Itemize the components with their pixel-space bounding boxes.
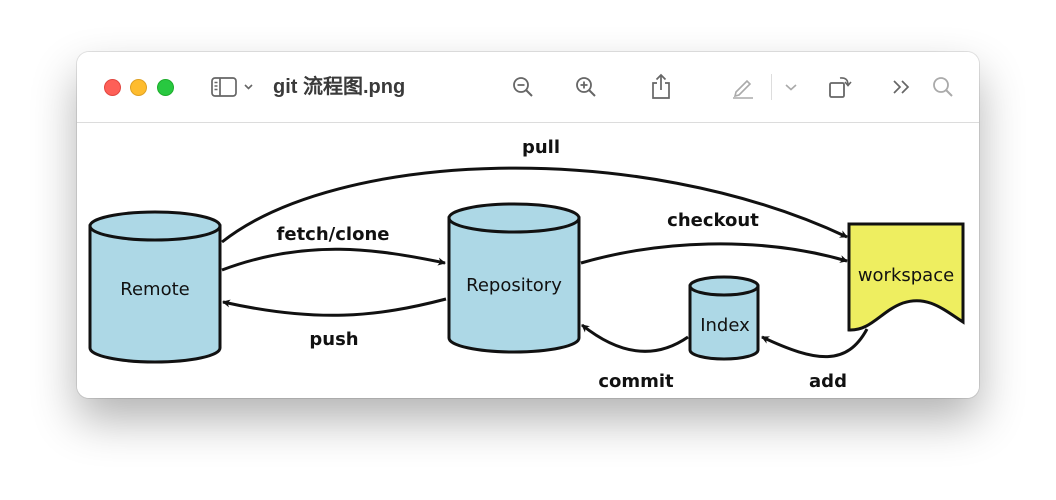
checkout-label: checkout — [667, 210, 759, 231]
sidebar-toggle-button[interactable] — [209, 72, 257, 102]
zoom-in-button[interactable] — [571, 72, 601, 102]
double-chevron-right-icon — [893, 80, 910, 94]
remote-node: Remote — [88, 210, 222, 364]
workspace-label: workspace — [858, 265, 954, 286]
fetch-clone-arrow — [221, 247, 446, 272]
chevron-down-icon — [785, 84, 797, 91]
preview-window: git 流程图.png — [77, 52, 979, 398]
index-cylinder-body — [688, 284, 760, 361]
zoom-out-icon — [513, 77, 533, 97]
pull-arrow — [221, 166, 848, 244]
push-arrow — [222, 297, 447, 317]
remote-label: Remote — [120, 279, 189, 300]
git-flow-diagram: Remote Repository Index workspace — [88, 137, 965, 392]
index-label: Index — [700, 315, 750, 336]
share-icon — [652, 73, 670, 99]
index-cylinder-top — [688, 275, 760, 297]
repository-cylinder-top — [447, 202, 581, 234]
rotate-icon — [829, 77, 852, 98]
checkout-arrow — [580, 242, 848, 265]
commit-label: commit — [598, 371, 674, 392]
markup-options-button[interactable] — [781, 72, 801, 102]
remote-cylinder-body — [88, 224, 222, 364]
search-button[interactable] — [929, 72, 957, 102]
more-button[interactable] — [889, 72, 915, 102]
toolbar-divider — [771, 74, 772, 100]
workspace-node: workspace — [847, 222, 965, 332]
fetch-clone-label: fetch/clone — [277, 224, 390, 245]
minimize-button[interactable] — [130, 79, 147, 96]
workspace-document-shape — [847, 222, 965, 332]
rotate-button[interactable] — [826, 72, 854, 102]
add-arrow — [761, 328, 869, 359]
zoom-out-button[interactable] — [508, 72, 538, 102]
commit-arrow — [581, 323, 689, 353]
pen-icon — [733, 79, 753, 99]
markup-button[interactable] — [729, 72, 757, 102]
push-label: push — [309, 329, 358, 350]
pull-label: pull — [522, 137, 560, 158]
title-bar: git 流程图.png — [77, 52, 979, 123]
repository-cylinder-body — [447, 216, 581, 354]
window-title: git 流程图.png — [273, 76, 406, 98]
index-node: Index — [688, 275, 760, 361]
image-canvas: Remote Repository Index workspace — [77, 123, 979, 398]
sidebar-icon — [211, 77, 253, 97]
remote-cylinder-top — [88, 210, 222, 242]
share-button[interactable] — [646, 72, 676, 102]
search-icon — [933, 77, 953, 97]
add-label: add — [809, 371, 847, 392]
repository-node: Repository — [447, 202, 581, 354]
repository-label: Repository — [466, 275, 562, 296]
close-button[interactable] — [104, 79, 121, 96]
zoom-button[interactable] — [157, 79, 174, 96]
zoom-in-icon — [576, 77, 596, 97]
